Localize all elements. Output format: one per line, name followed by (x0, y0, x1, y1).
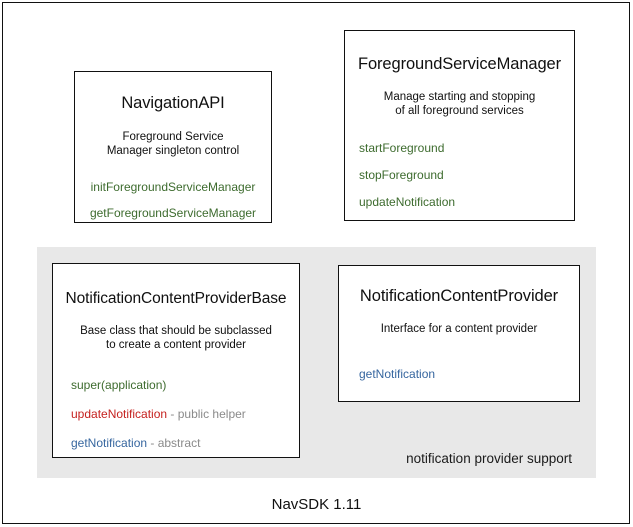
member-name: startForeground (359, 141, 445, 155)
member-note: - abstract (147, 436, 201, 450)
card-member-list: super(application) updateNotification - … (53, 378, 299, 450)
member-name: getNotification (71, 436, 148, 450)
member-name: updateNotification (359, 195, 456, 209)
footer-version-label: NavSDK 1.11 (271, 496, 362, 513)
member-note: - public helper (167, 407, 246, 421)
card-description-line: of all foreground services (395, 105, 524, 117)
card-member-list: startForeground stopForeground updateNot… (345, 141, 574, 209)
member-name: getNotification (359, 367, 436, 381)
card-member-list: getNotification (339, 367, 579, 381)
group-caption: notification provider support (406, 451, 572, 466)
card-title: NavigationAPI (121, 94, 225, 112)
card-description: Foreground Service Manager singleton con… (75, 130, 271, 158)
card-member-list: initForegroundServiceManager getForegrou… (75, 180, 271, 220)
member-name: stopForeground (359, 168, 444, 182)
member-row[interactable]: startForeground (359, 141, 574, 155)
card-description-line: Manage starting and stopping (383, 91, 536, 103)
member-row[interactable]: initForegroundServiceManager (75, 180, 271, 194)
member-name: getForegroundServiceManager (89, 206, 257, 220)
member-name: initForegroundServiceManager (90, 180, 256, 194)
card-description: Manage starting and stopping of all fore… (345, 90, 574, 118)
card-description-line: to create a content provider (106, 339, 246, 351)
class-card-navigation-api[interactable]: NavigationAPI Foreground Service Manager… (74, 71, 272, 223)
member-row[interactable]: getNotification (359, 367, 579, 381)
card-description: Interface for a content provider (339, 322, 579, 336)
member-row[interactable]: updateNotification - public helper (71, 407, 299, 421)
member-row[interactable]: getForegroundServiceManager (75, 206, 271, 220)
card-description-line: Base class that should be subclassed (80, 325, 272, 337)
card-description-line: Foreground Service (122, 131, 224, 143)
member-row[interactable]: updateNotification (359, 195, 574, 209)
member-row[interactable]: super(application) (71, 378, 299, 392)
member-name: super(application) (71, 378, 167, 392)
card-description: Base class that should be subclassed to … (53, 324, 299, 352)
card-description-line: Manager singleton control (106, 145, 240, 157)
card-title: ForegroundServiceManager (357, 55, 562, 73)
class-card-notification-content-provider-base[interactable]: NotificationContentProviderBase Base cla… (52, 263, 300, 458)
member-row[interactable]: stopForeground (359, 168, 574, 182)
card-description-line: Interface for a content provider (380, 323, 538, 335)
member-row[interactable]: getNotification - abstract (71, 436, 299, 450)
member-name: updateNotification (71, 407, 168, 421)
card-title: NotificationContentProvider (359, 287, 559, 305)
class-card-foreground-service-manager[interactable]: ForegroundServiceManager Manage starting… (344, 30, 575, 221)
card-title: NotificationContentProviderBase (65, 290, 287, 307)
class-card-notification-content-provider[interactable]: NotificationContentProvider Interface fo… (338, 265, 580, 402)
